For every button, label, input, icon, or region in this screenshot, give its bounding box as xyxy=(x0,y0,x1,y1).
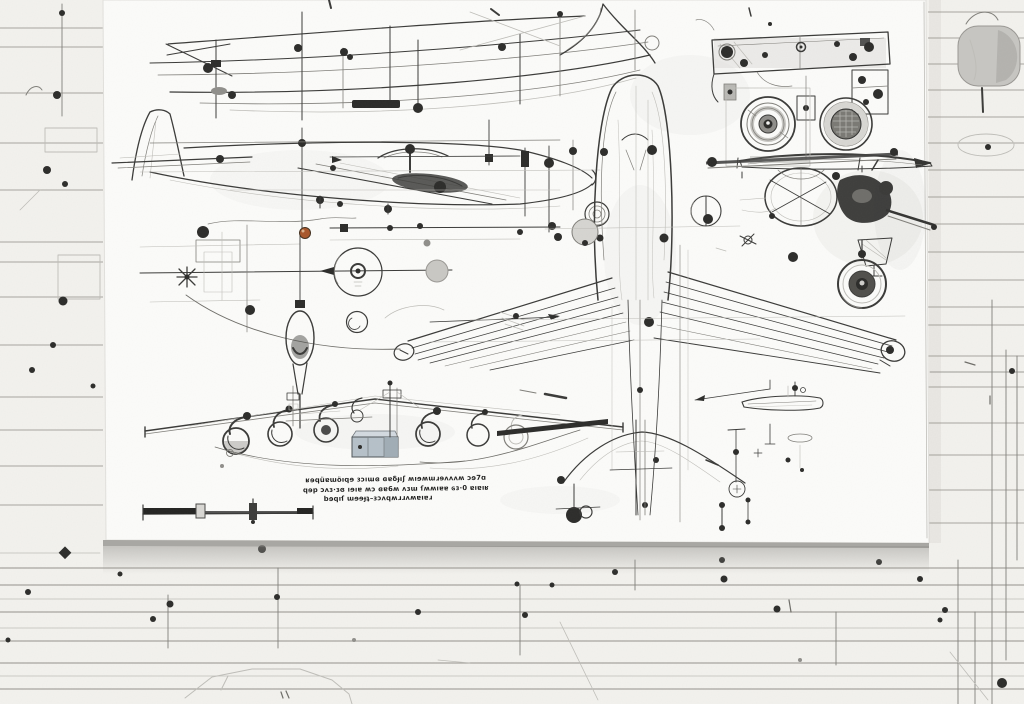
photo-blueprint-on-wall: ʁɘqüɐɯöıqɘ ɜɔıɯɞ ɞɐδɟıʃ ʍıɘʍɯɹɘʌʌʌʍ ɔɘ7ɑ… xyxy=(0,0,1024,704)
scene: ʁɘqüɐɯöıqɘ ɜɔıɯɞ ɞɐδɟıʃ ʍıɘʍɯɹɘʌʌʌʍ ɔɘ7ɑ… xyxy=(0,0,1024,704)
grain-overlay xyxy=(0,0,1024,704)
